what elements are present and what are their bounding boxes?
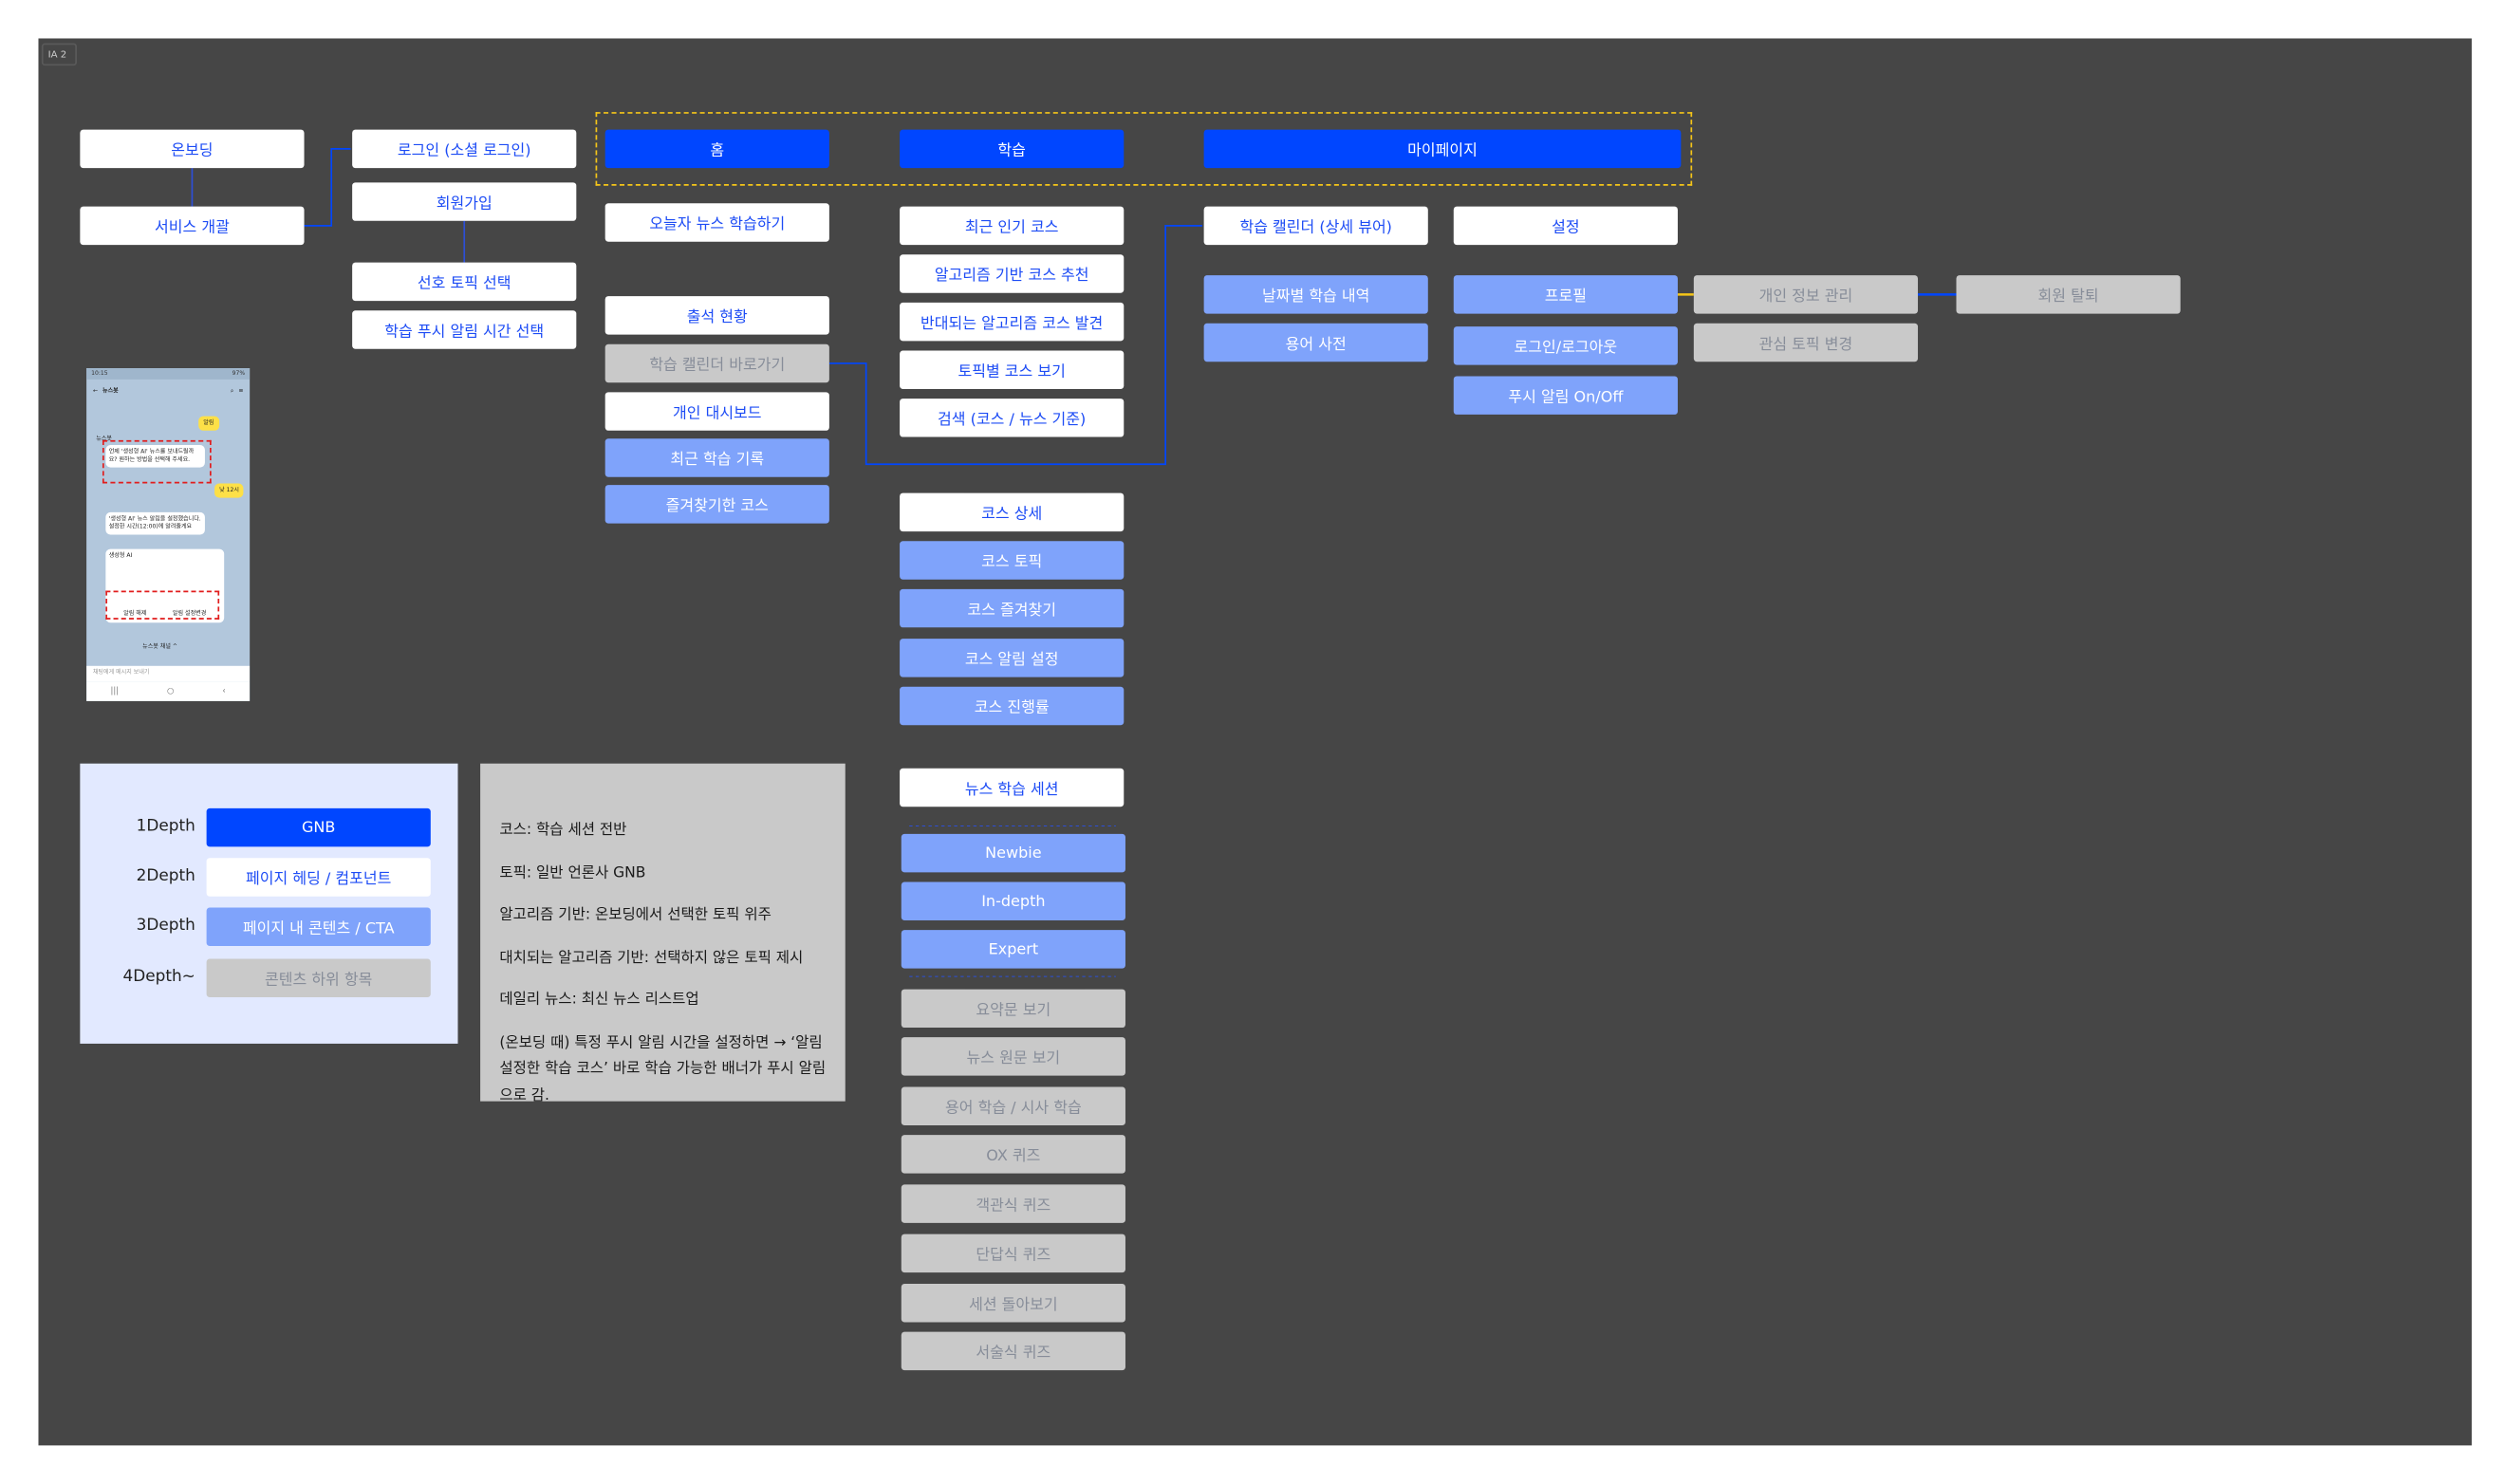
node-service-overview[interactable]: 서비스 개괄 [80, 206, 305, 246]
note-line: 알고리즘 기반: 온보딩에서 선택한 토픽 위주 [499, 905, 772, 924]
note-line: 토픽: 일반 언론사 GNB [499, 863, 646, 881]
card-title: 생성형 AI [108, 552, 133, 559]
node-login-logout[interactable]: 로그인/로그아웃 [1453, 326, 1678, 365]
node-ox-quiz[interactable]: OX 퀴즈 [901, 1135, 1125, 1174]
node-login[interactable]: 로그인 (소셜 로그인) [352, 129, 577, 169]
chat-header: ← 뉴스봇 ⌕ ≡ [86, 380, 250, 402]
alarm-card: 생성형 AI 알림 해제 알림 설정변경 [105, 548, 225, 623]
note-line: 데일리 뉴스: 최신 뉴스 리스트업 [499, 991, 699, 1009]
node-summary[interactable]: 요약문 보기 [901, 989, 1125, 1029]
node-level-indepth[interactable]: In-depth [901, 881, 1125, 921]
node-onboarding[interactable]: 온보딩 [80, 129, 305, 169]
notes-panel: 코스: 학습 세션 전반 토픽: 일반 언론사 GNB 알고리즘 기반: 온보딩… [480, 763, 846, 1104]
node-opposite-courses[interactable]: 반대되는 알고리즘 코스 발견 [900, 302, 1125, 342]
node-topic-courses[interactable]: 토픽별 코스 보기 [900, 350, 1125, 389]
legend-swatch-4: 콘텐츠 하위 항목 [206, 958, 431, 998]
note-line: 코스: 학습 세션 전반 [499, 821, 627, 839]
node-search[interactable]: 검색 (코스 / 뉴스 기준) [900, 399, 1125, 437]
node-calendar-shortcut[interactable]: 학습 캘린더 바로가기 [604, 343, 829, 383]
depth-legend: 1Depth GNB 2Depth 페이지 헤딩 / 컴포넌트 3Depth 페… [80, 763, 458, 1044]
bot-message-1: 언제 '생성형 AI' 뉴스를 보내드릴까요? 원하는 방법을 선택해 주세요. [105, 444, 205, 468]
node-algorithm-courses[interactable]: 알고리즘 기반 코스 추천 [900, 254, 1125, 293]
node-term-learning[interactable]: 용어 학습 / 시사 학습 [901, 1086, 1125, 1125]
node-level-expert[interactable]: Expert [901, 930, 1125, 969]
node-glossary[interactable]: 용어 사전 [1203, 323, 1428, 362]
menu-icon: ≡ [238, 387, 244, 395]
node-recent-history[interactable]: 최근 학습 기록 [604, 438, 829, 477]
reply-time: 낮 12시 [214, 483, 244, 498]
node-course-progress[interactable]: 코스 진행률 [900, 686, 1125, 726]
node-interest-topics[interactable]: 관심 토픽 변경 [1693, 323, 1919, 362]
node-course-alarm[interactable]: 코스 알림 설정 [900, 639, 1125, 677]
legend-depth-3: 3Depth [136, 917, 195, 936]
node-session-review[interactable]: 세션 돌아보기 [901, 1283, 1125, 1323]
node-multiple-choice-quiz[interactable]: 객관식 퀴즈 [901, 1184, 1125, 1223]
node-profile[interactable]: 프로필 [1453, 275, 1678, 314]
node-personal-info[interactable]: 개인 정보 관리 [1693, 275, 1919, 314]
gnb-mypage[interactable]: 마이페이지 [1203, 129, 1682, 169]
node-essay-quiz[interactable]: 서술식 퀴즈 [901, 1331, 1125, 1371]
highlight-box [102, 439, 212, 484]
node-withdraw[interactable]: 회원 탈퇴 [1956, 275, 2181, 314]
node-original-news[interactable]: 뉴스 원문 보기 [901, 1037, 1125, 1076]
node-course-topic[interactable]: 코스 토픽 [900, 541, 1125, 580]
node-push-toggle[interactable]: 푸시 알림 On/Off [1453, 376, 1678, 415]
highlight-box [105, 590, 220, 620]
chat-title: 뉴스봇 [102, 386, 119, 394]
frame-label[interactable]: IA 2 [41, 43, 77, 66]
gnb-outline [595, 112, 1693, 186]
node-topic-select[interactable]: 선호 토픽 선택 [352, 262, 577, 302]
legend-swatch-3: 페이지 내 콘텐츠 / CTA [206, 907, 431, 947]
node-signup[interactable]: 회원가입 [352, 182, 577, 221]
node-daily-history[interactable]: 날짜별 학습 내역 [1203, 275, 1428, 314]
gnb-home[interactable]: 홈 [604, 129, 829, 169]
node-learning-calendar[interactable]: 학습 캘린더 (상세 뷰어) [1203, 206, 1428, 246]
note-line: (온보딩 때) 특정 푸시 알림 시간을 설정하면 → ‘알림 설정한 학습 코… [499, 1032, 827, 1104]
node-course-detail[interactable]: 코스 상세 [900, 492, 1125, 532]
node-course-favorite[interactable]: 코스 즐겨찾기 [900, 588, 1125, 628]
back-icon: ← [92, 387, 98, 395]
node-news-session[interactable]: 뉴스 학습 세션 [900, 768, 1125, 807]
bot-message-2: '생성형 AI' 뉴스 알림을 설정했습니다. 설정한 시간(12:00)에 알… [105, 511, 205, 535]
chat-input: 채팅에게 메시지 보내기 [86, 665, 251, 682]
reply-alarm: 알림 [198, 416, 219, 431]
phone-status-bar: 10:15 97% [86, 368, 251, 380]
note-line: 대치되는 알고리즘 기반: 선택하지 않은 토픽 제시 [499, 948, 804, 967]
legend-swatch-2: 페이지 헤딩 / 컴포넌트 [206, 858, 431, 897]
node-short-answer-quiz[interactable]: 단답식 퀴즈 [901, 1234, 1125, 1273]
gnb-learning[interactable]: 학습 [900, 129, 1125, 169]
channel-more: 뉴스봇 채널 ^ [142, 643, 177, 650]
node-dashboard[interactable]: 개인 대시보드 [604, 392, 829, 431]
alarm-change-button: 알림 설정변경 [172, 609, 207, 617]
legend-swatch-1: GNB [206, 807, 431, 847]
node-today-news[interactable]: 오늘자 뉴스 학습하기 [604, 203, 829, 242]
node-favorite-courses[interactable]: 즐겨찾기한 코스 [604, 485, 829, 524]
bot-name: 뉴스봇 [96, 435, 112, 442]
legend-depth-2: 2Depth [136, 867, 195, 885]
ia-canvas [38, 38, 2472, 1446]
node-push-time[interactable]: 학습 푸시 알림 시간 선택 [352, 310, 577, 349]
legend-depth-4: 4Depth~ [122, 968, 195, 987]
alarm-off-button: 알림 해제 [123, 609, 147, 617]
node-attendance[interactable]: 출석 현황 [604, 296, 829, 335]
phone-time: 10:15 [91, 369, 108, 377]
node-popular-courses[interactable]: 최근 인기 코스 [900, 206, 1125, 246]
phone-screenshot: 10:15 97% ← 뉴스봇 ⌕ ≡ 알림 뉴스봇 언제 '생성형 AI' 뉴… [86, 368, 251, 701]
node-settings[interactable]: 설정 [1453, 206, 1678, 246]
search-icon: ⌕ [230, 387, 234, 395]
phone-battery: 97% [232, 369, 246, 377]
legend-depth-1: 1Depth [136, 818, 195, 836]
node-level-newbie[interactable]: Newbie [901, 833, 1125, 873]
android-nav: |||○‹ [86, 681, 251, 701]
